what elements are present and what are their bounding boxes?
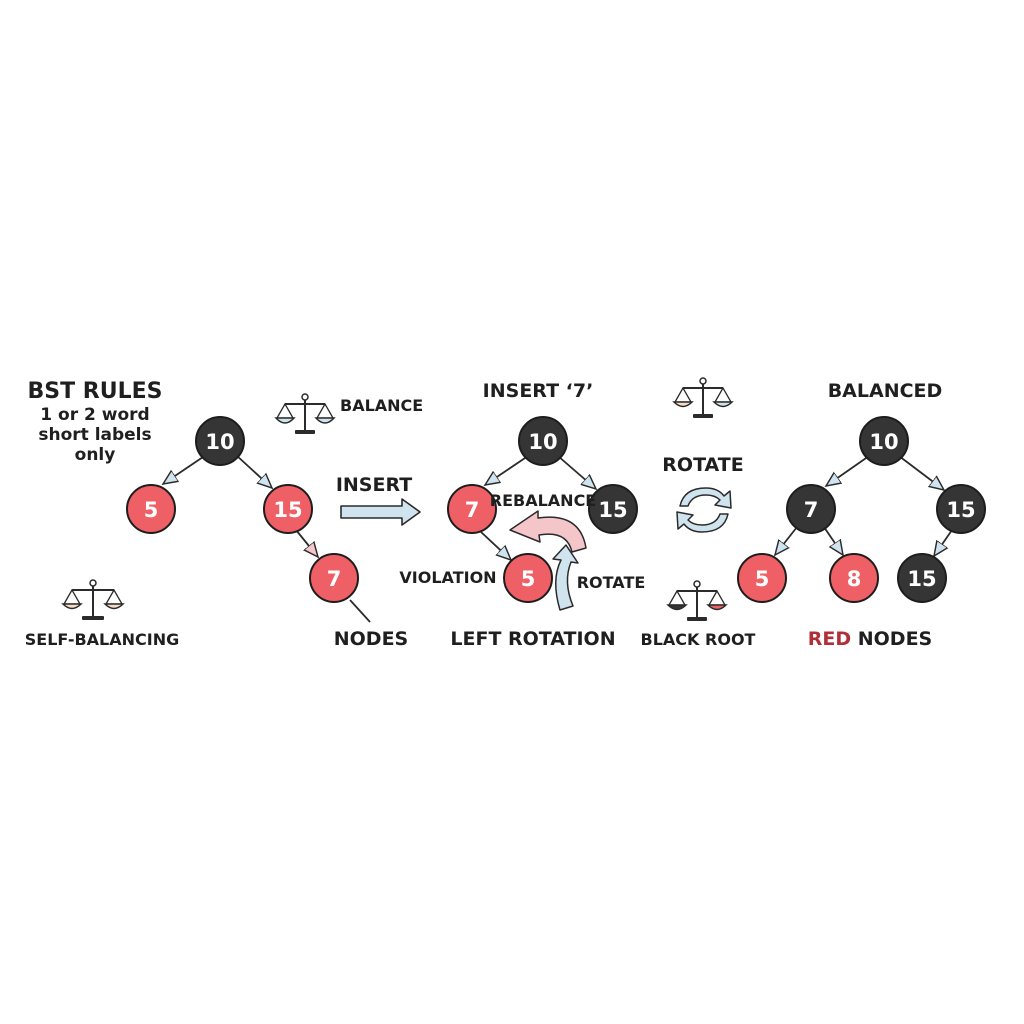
svg-text:5: 5 [521, 567, 536, 591]
svg-text:15: 15 [273, 498, 302, 522]
tree1-node-right: 15 [263, 484, 313, 534]
nodes-word: NODES [851, 628, 932, 650]
left-rotation-label: LEFT ROTATION [450, 628, 615, 650]
svg-text:10: 10 [205, 430, 234, 454]
red-nodes-label: RED NODES [808, 628, 933, 650]
balance-scale-icon [672, 377, 734, 418]
tree1-node-new: 7 [309, 553, 359, 603]
balanced-title: BALANCED [828, 380, 943, 402]
tree1-node-left: 5 [126, 484, 176, 534]
svg-text:7: 7 [465, 498, 480, 522]
tree3-node-right: 15 [936, 484, 986, 534]
rebalance-label: REBALANCE [490, 491, 596, 510]
balance-scale-icon [61, 579, 125, 620]
rebalance-arrow-icon [509, 510, 587, 553]
panel-balanced: BALANCED 10 7 15 5 8 15 RED NO [737, 380, 986, 650]
svg-text:7: 7 [804, 498, 819, 522]
tree2-node-root: 10 [518, 416, 568, 466]
panel-bst-rules: BST RULES 1 or 2 word short labels only … [25, 379, 423, 650]
svg-text:10: 10 [869, 430, 898, 454]
balance-scale-icon [274, 393, 336, 434]
tree2-node-child: 5 [503, 553, 553, 603]
rotate-arrow-icon [552, 544, 579, 611]
rules-line-2: short labels [38, 425, 151, 445]
balance-label: BALANCE [340, 396, 423, 415]
red-word: RED [808, 628, 851, 650]
tree3-node-left: 7 [786, 484, 836, 534]
tree1-node-root: 10 [195, 416, 245, 466]
svg-text:10: 10 [528, 430, 557, 454]
svg-text:7: 7 [327, 567, 342, 591]
insert-arrow-icon [340, 498, 421, 526]
svg-text:15: 15 [907, 567, 936, 591]
tree2-node-right: 15 [588, 484, 638, 534]
rules-line-1: 1 or 2 word [40, 405, 149, 425]
rules-line-3: only [75, 445, 116, 465]
self-balancing-label: SELF-BALANCING [25, 630, 180, 649]
svg-text:8: 8 [847, 567, 862, 591]
balance-scale-icon [666, 580, 728, 621]
panel-rotate: ROTATE BLACK ROOT [641, 377, 756, 649]
panel-insert-seven: INSERT ‘7’ 10 7 15 5 REBALANCE ROTATE VI… [399, 380, 645, 650]
rotate-label: ROTATE [662, 454, 743, 476]
tree3-node-right-left: 15 [897, 553, 947, 603]
rotate-inner-label: ROTATE [577, 573, 646, 592]
tree3-node-left-left: 5 [737, 553, 787, 603]
violation-label: VIOLATION [399, 568, 496, 587]
svg-text:5: 5 [755, 567, 770, 591]
insert-label: INSERT [336, 474, 412, 496]
tree3-node-left-right: 8 [829, 553, 879, 603]
svg-text:5: 5 [144, 498, 159, 522]
bst-rules-title: BST RULES [28, 379, 163, 404]
black-root-label: BLACK ROOT [641, 630, 756, 649]
rotate-cycle-icon [676, 487, 732, 533]
nodes-label: NODES [334, 628, 409, 650]
insert-seven-title: INSERT ‘7’ [483, 380, 594, 402]
svg-text:15: 15 [946, 498, 975, 522]
svg-text:15: 15 [598, 498, 627, 522]
tree2-node-left: 7 [447, 484, 497, 534]
tree3-node-root: 10 [859, 416, 909, 466]
